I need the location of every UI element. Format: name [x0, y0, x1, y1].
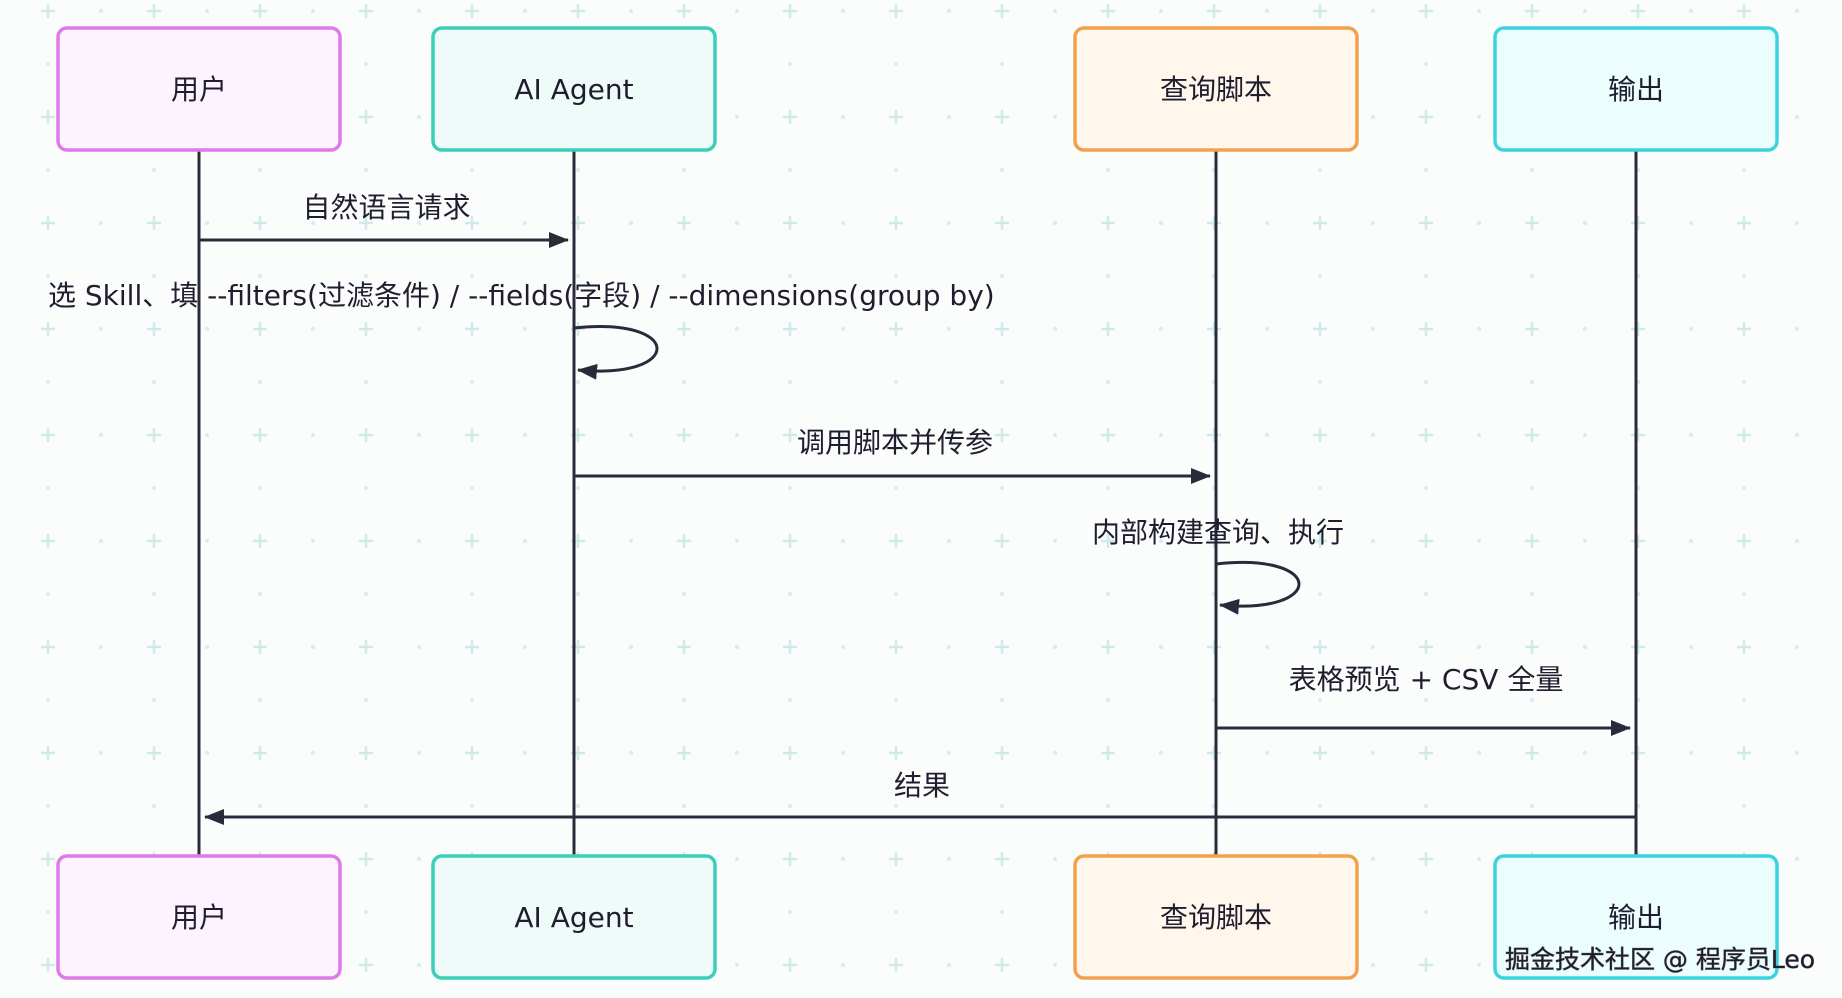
participant-box — [56, 26, 342, 152]
message-1: 自然语言请求 — [199, 191, 569, 248]
participant-label: 用户 — [171, 73, 227, 106]
participant-box — [431, 854, 717, 980]
participant-agent-bottom: AI Agent — [431, 854, 717, 980]
participant-user-bottom: 用户 — [56, 854, 342, 980]
lifelines — [197, 150, 1638, 856]
participant-box — [1493, 26, 1779, 152]
participant-box — [1073, 26, 1359, 152]
participant-output-top: 输出 — [1493, 26, 1779, 152]
message-label: 内部构建查询、执行 — [1092, 516, 1344, 549]
self-loop-arrow — [1215, 561, 1301, 615]
participant-label: 输出 — [1608, 901, 1664, 934]
message-5: 表格预览 + CSV 全量 — [1216, 663, 1631, 736]
message-3: 调用脚本并传参 — [574, 426, 1211, 484]
message-label: 调用脚本并传参 — [797, 426, 993, 459]
participant-box — [1073, 854, 1359, 980]
participant-script-top: 查询脚本 — [1073, 26, 1359, 152]
message-label: 自然语言请求 — [302, 191, 470, 224]
participant-label: 查询脚本 — [1160, 73, 1272, 106]
participant-label: AI Agent — [514, 901, 633, 934]
participant-user-top: 用户 — [56, 26, 342, 152]
message-label: 选 Skill、填 --filters(过滤条件) / --fields(字段)… — [48, 279, 995, 312]
watermark-text: 掘金技术社区 @ 程序员Leo — [1505, 945, 1815, 974]
self-loop-arrow — [573, 325, 659, 380]
message-4: 内部构建查询、执行 — [1092, 516, 1344, 615]
participant-label: 用户 — [171, 901, 227, 934]
participant-agent-top: AI Agent — [431, 26, 717, 152]
message-label: 表格预览 + CSV 全量 — [1289, 663, 1564, 696]
participant-output-bottom: 输出 — [1493, 854, 1779, 980]
participant-label: 输出 — [1608, 73, 1664, 106]
participant-script-bottom: 查询脚本 — [1073, 854, 1359, 980]
participant-box — [1493, 854, 1779, 980]
message-label: 结果 — [894, 769, 950, 802]
participant-label: 查询脚本 — [1160, 901, 1272, 934]
participant-box — [56, 854, 342, 980]
message-6: 结果 — [204, 769, 1636, 825]
participant-label: AI Agent — [514, 73, 633, 106]
message-2: 选 Skill、填 --filters(过滤条件) / --fields(字段)… — [48, 279, 995, 380]
participant-box — [431, 26, 717, 152]
